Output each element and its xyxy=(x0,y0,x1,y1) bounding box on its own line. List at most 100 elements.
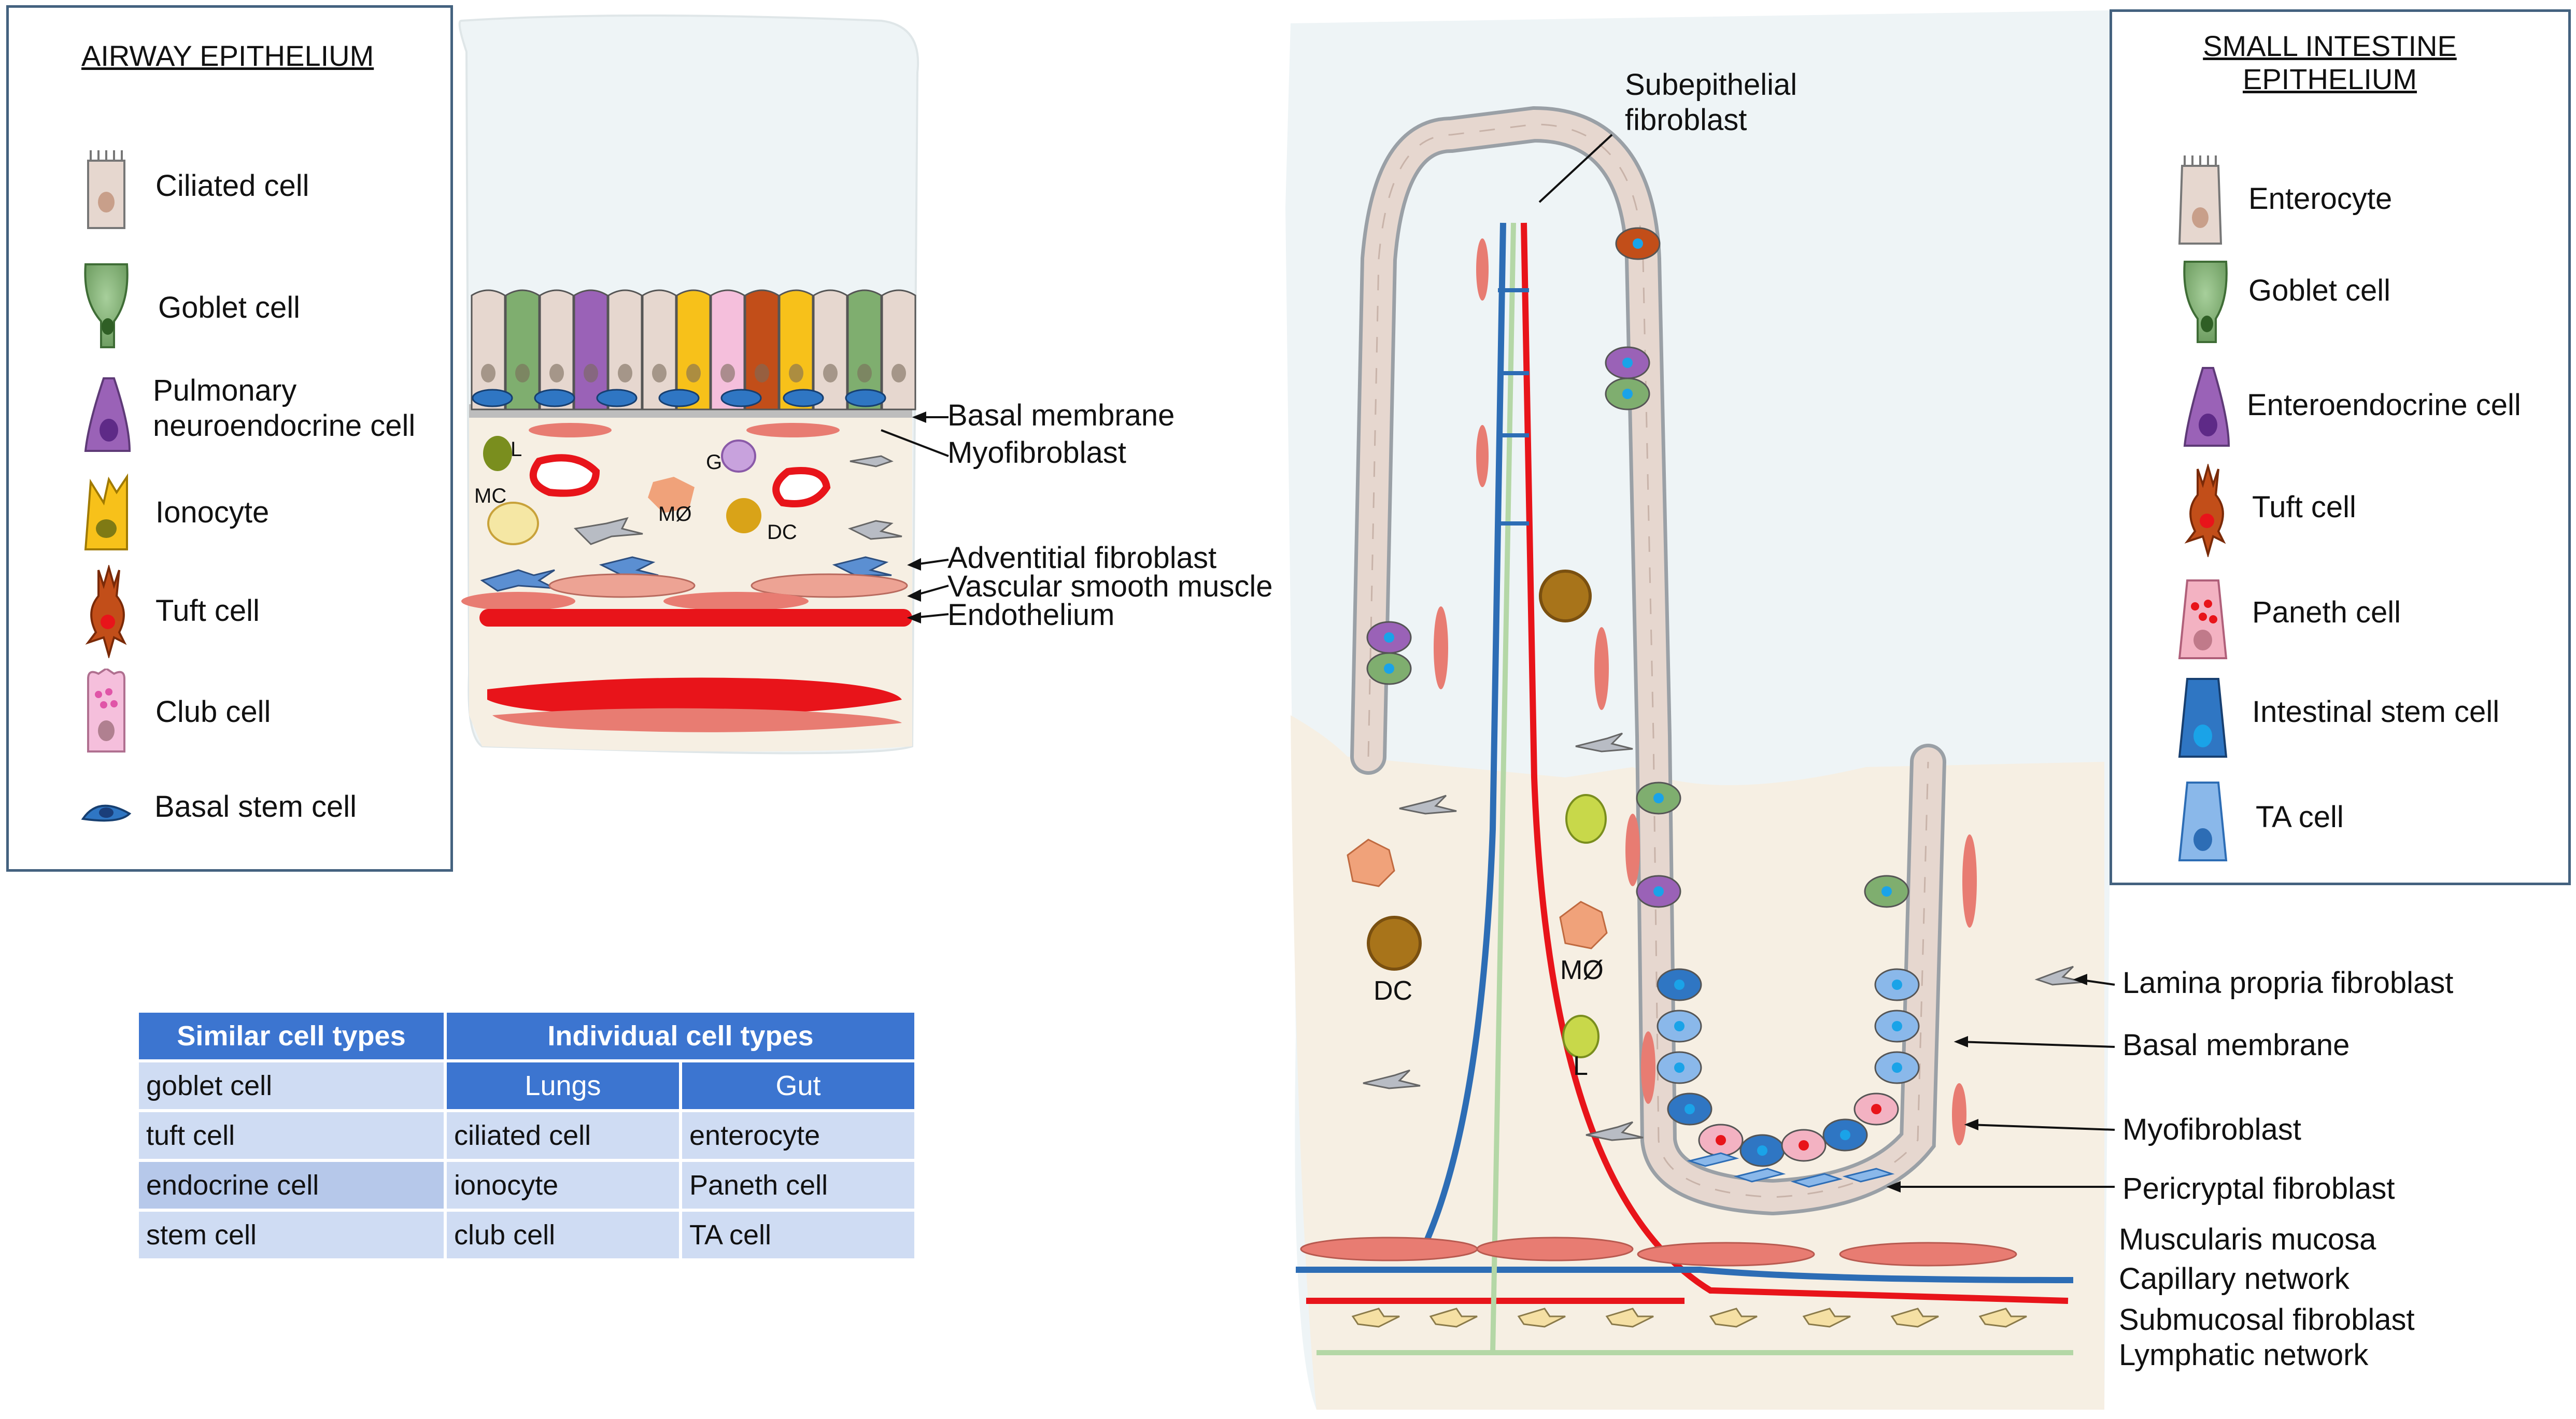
airway-basal-cell xyxy=(472,389,513,407)
airway-legend-box: AIRWAY EPITHELIUM xyxy=(6,5,453,872)
legend-label-enteroendocrine: Enteroendocrine cell xyxy=(2247,388,2521,422)
label-airway-basal-membrane: Basal membrane xyxy=(947,399,1175,432)
table-cell-gut: Paneth cell xyxy=(682,1162,914,1209)
label-submucosal-fibroblast: Submucosal fibroblast xyxy=(2119,1303,2415,1337)
airway-epithelial-cell xyxy=(881,289,916,410)
cell-nucleus xyxy=(515,364,530,382)
label-airway-G: G xyxy=(706,451,723,474)
airway-basal-cell xyxy=(720,389,762,407)
label-intestine-myofibroblast: Myofibroblast xyxy=(2122,1113,2301,1146)
cell-nucleus xyxy=(720,364,735,382)
airway-epithelial-cell xyxy=(676,289,711,410)
label-intestine-MO: MØ xyxy=(1560,955,1604,985)
tuft-cell-icon xyxy=(85,565,127,658)
airway-epithelial-cell xyxy=(813,289,848,410)
enteroendocrine-cell-icon xyxy=(2183,367,2230,447)
header-similar-cell-types: Similar cell types xyxy=(139,1013,444,1059)
cell-nucleus xyxy=(618,364,632,382)
intestine-tissue-panel xyxy=(1285,10,2110,1410)
airway-epithelial-cell xyxy=(573,289,608,410)
cell-nucleus xyxy=(823,364,838,382)
cell-nucleus xyxy=(1840,1130,1850,1140)
legend-label-intestinal-stem: Intestinal stem cell xyxy=(2252,695,2500,729)
table-cell-similar: stem cell xyxy=(139,1212,444,1258)
label-airway-myofibroblast: Myofibroblast xyxy=(947,436,1126,470)
table-cell-lungs: ionocyte xyxy=(447,1162,679,1209)
label-capillary-network: Capillary network xyxy=(2119,1262,2349,1296)
cell-nucleus xyxy=(789,364,803,382)
intestine-legend-box: SMALL INTESTINE EPITHELIUM xyxy=(2110,9,2571,885)
paneth-cell-icon xyxy=(2178,579,2228,659)
cell-nucleus xyxy=(891,364,906,382)
airway-epithelial-cell xyxy=(642,289,677,410)
intestine-legend-title: SMALL INTESTINE EPITHELIUM xyxy=(2203,30,2457,95)
cell-nucleus xyxy=(1622,389,1633,399)
legend-label-club: Club cell xyxy=(155,695,271,729)
cell-nucleus xyxy=(584,364,598,382)
cell-nucleus xyxy=(1881,886,1892,897)
airway-basal-cell xyxy=(596,389,638,407)
airway-epithelial-cell xyxy=(744,289,780,410)
ciliated-cell-icon xyxy=(87,150,125,229)
cell-nucleus xyxy=(755,364,769,382)
neuroendocrine-cell-icon xyxy=(84,377,131,452)
label-intestine-basal-membrane: Basal membrane xyxy=(2122,1028,2350,1062)
intestine-goblet-cell-icon xyxy=(2183,261,2228,343)
legend-label-intestine-tuft: Tuft cell xyxy=(2252,490,2356,524)
airway-legend-title: AIRWAY EPITHELIUM xyxy=(81,39,374,72)
label-intestine-DC: DC xyxy=(1374,976,1413,1006)
label-airway-MC: MC xyxy=(474,485,507,507)
label-adventitial-fibroblast: Adventitial fibroblast xyxy=(947,541,1217,575)
legend-label-basal-stem: Basal stem cell xyxy=(154,790,357,824)
subheader-lungs: Lungs xyxy=(447,1062,679,1109)
legend-label-ionocyte: Ionocyte xyxy=(155,495,270,529)
table-cell-gut: enterocyte xyxy=(682,1112,914,1159)
leader-lines xyxy=(881,134,2115,1193)
airway-epithelial-cell xyxy=(539,289,574,410)
label-lymphatic-network: Lymphatic network xyxy=(2119,1338,2369,1372)
cell-type-comparison-table: Similar cell types Individual cell types… xyxy=(136,1010,917,1261)
airway-basal-cell xyxy=(783,389,824,407)
airway-basal-cell xyxy=(845,389,886,407)
table-cell-lungs: club cell xyxy=(447,1212,679,1258)
label-airway-L: L xyxy=(511,438,522,461)
cell-nucleus xyxy=(1384,632,1394,643)
enterocyte-icon xyxy=(2178,155,2223,245)
cell-nucleus xyxy=(1892,1021,1902,1031)
cell-nucleus xyxy=(1653,886,1664,897)
cell-nucleus xyxy=(1674,1021,1685,1031)
cell-nucleus xyxy=(1674,1062,1685,1073)
label-airway-MO: MØ xyxy=(658,503,692,526)
cell-nucleus xyxy=(1799,1140,1809,1151)
cell-nucleus xyxy=(1892,1062,1902,1073)
goblet-cell-icon xyxy=(84,263,129,348)
legend-label-tuft: Tuft cell xyxy=(155,594,260,628)
label-airway-DC: DC xyxy=(767,521,797,544)
cell-nucleus xyxy=(1384,663,1394,674)
cell-nucleus xyxy=(1892,980,1902,990)
label-endothelium: Endothelium xyxy=(947,598,1115,632)
cell-nucleus xyxy=(481,364,496,382)
club-cell-icon xyxy=(87,669,125,753)
cell-nucleus xyxy=(1871,1104,1881,1114)
cell-nucleus xyxy=(1622,358,1633,368)
table-cell-similar: goblet cell xyxy=(139,1062,444,1109)
cell-nucleus xyxy=(1685,1104,1695,1114)
airway-basal-cell xyxy=(658,389,700,407)
basal-stem-cell-icon xyxy=(81,804,132,822)
table-cell-similar: tuft cell xyxy=(139,1112,444,1159)
intestinal-stem-cell-icon xyxy=(2178,678,2228,758)
table-cell-lungs: ciliated cell xyxy=(447,1112,679,1159)
legend-label-neuroendocrine: Pulmonary neuroendocrine cell xyxy=(153,374,416,443)
label-muscularis-mucosa: Muscularis mucosa xyxy=(2119,1223,2376,1256)
intestine-tuft-cell-icon xyxy=(2184,464,2226,557)
cell-nucleus xyxy=(1716,1135,1726,1145)
ionocyte-icon xyxy=(84,473,128,550)
airway-epithelial-cell xyxy=(505,289,540,410)
label-pericryptal-fibroblast: Pericryptal fibroblast xyxy=(2122,1172,2395,1205)
label-vascular-smooth-muscle: Vascular smooth muscle xyxy=(947,570,1273,603)
airway-basal-cell xyxy=(534,389,575,407)
label-lamina-propria-fibroblast: Lamina propria fibroblast xyxy=(2122,966,2454,1000)
cell-nucleus xyxy=(857,364,872,382)
